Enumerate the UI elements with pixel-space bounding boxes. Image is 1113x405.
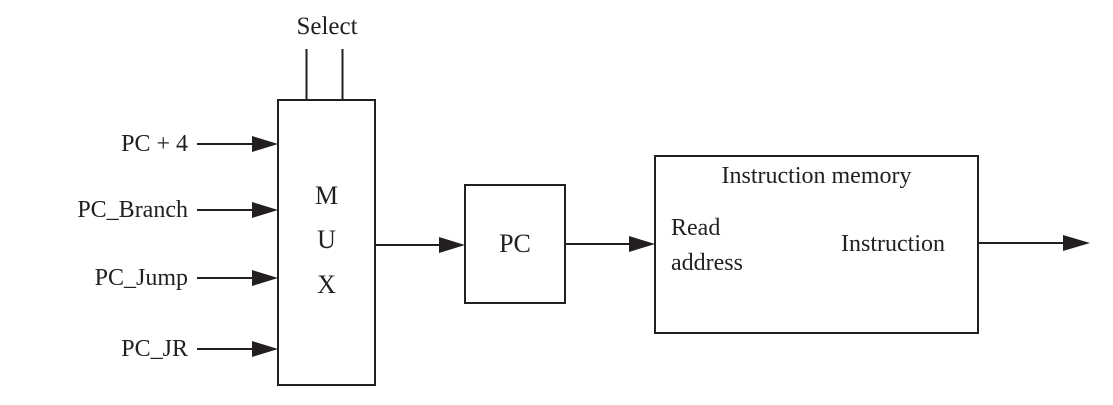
input-label-pc-jr: PC_JR xyxy=(121,336,188,362)
select-label: Select xyxy=(296,13,358,40)
mux-letter-m: M xyxy=(314,181,339,210)
instruction-memory-title: Instruction memory xyxy=(721,163,912,189)
input-label-pc-branch: PC_Branch xyxy=(77,197,188,223)
instruction-output-label: Instruction xyxy=(841,231,945,257)
arrowhead-mux-to-pc xyxy=(439,237,465,253)
input-label-pc-plus-4: PC + 4 xyxy=(121,131,188,157)
mux-box xyxy=(277,99,376,386)
read-address-label-line2: address xyxy=(671,250,743,276)
mux-letter-u: U xyxy=(317,225,336,254)
pc-box xyxy=(464,184,566,304)
arrowhead-pc-jump xyxy=(252,270,278,286)
arrowhead-pc-plus-4 xyxy=(252,136,278,152)
input-label-pc-jump: PC_Jump xyxy=(94,265,188,291)
instruction-memory-box xyxy=(654,155,979,334)
arrowhead-pc-to-imem xyxy=(629,236,655,252)
arrowhead-pc-branch xyxy=(252,202,278,218)
mux-letter-x: X xyxy=(317,270,336,299)
arrowhead-instruction-out xyxy=(1063,235,1090,251)
read-address-label-line1: Read xyxy=(671,215,721,241)
pc-label: PC xyxy=(499,229,531,258)
arrowhead-pc-jr xyxy=(252,341,278,357)
